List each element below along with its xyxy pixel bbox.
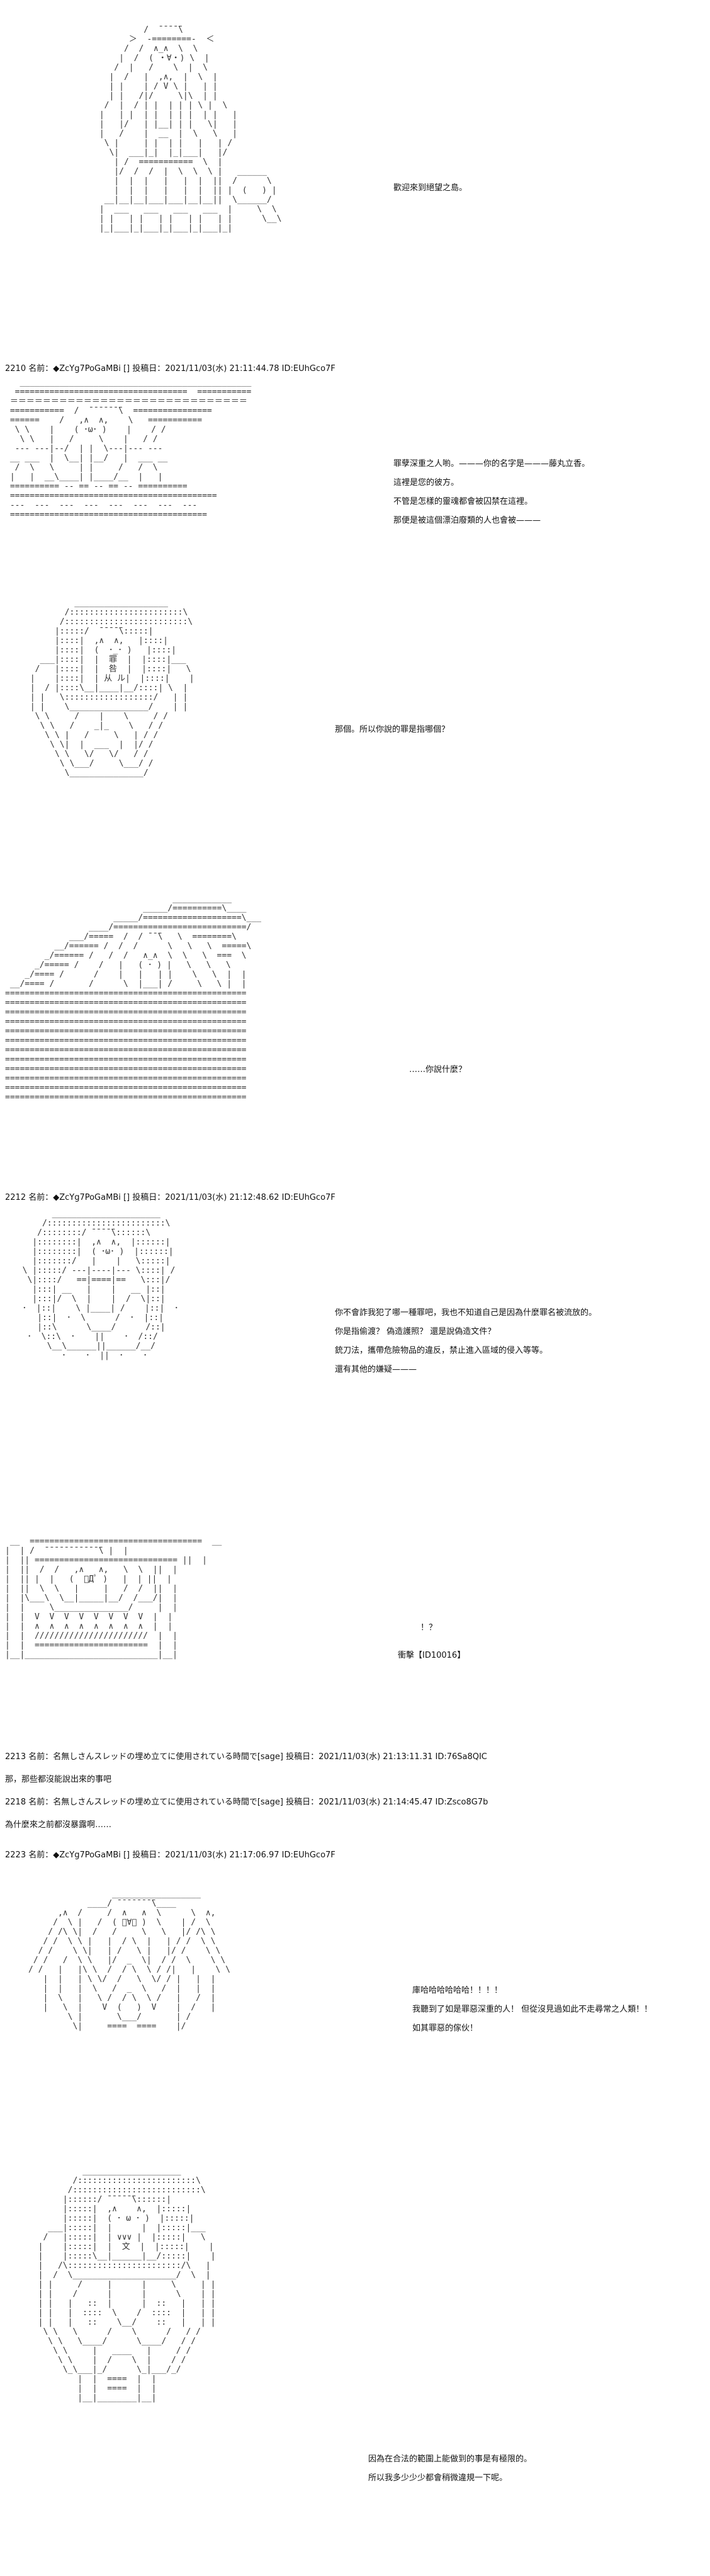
dialog-block: 庫哈哈哈哈哈哈！！！！ 我聽到了如是罪惡深重的人！ 但從沒見過如此不走尋常之人類…: [412, 1981, 652, 2038]
ascii-art-character: ___________________ /:::::::::::::::::::…: [30, 598, 194, 778]
post-header: 2223 名前：◆ZcYg7PoGaMBi [] 投稿日：2021/11/03(…: [5, 1850, 335, 1860]
ascii-art-landscape: ____________ _____/==========\____ _____…: [5, 894, 261, 1102]
dialog-line: 你是指偷渡？ 偽造護照？ 還是說偽造文件？: [335, 1327, 496, 1336]
dialog-block: ……你說什麼？: [409, 1061, 466, 1080]
ascii-art-character: ______________________ /::::::::::::::::…: [22, 1209, 179, 1360]
post-header: 2210 名前：◆ZcYg7PoGaMBi [] 投稿日：2021/11/03(…: [5, 364, 335, 373]
dialog-line: 你不會詐我犯了哪一種罪吧，我也不知道自己是因為什麼罪名被流放的。: [335, 1308, 597, 1318]
dialog-line: 歡迎來到絕望之島。: [393, 183, 468, 193]
dialog-line: 還有其他的嫌疑———: [335, 1365, 417, 1374]
post-body: 那，那些都沒能說出來的事吧: [5, 1775, 112, 1784]
dialog-line: 那便是被這個漂泊廢類的人也會被———: [393, 516, 541, 525]
ascii-art-character: ____________________ /::::::::::::::::::…: [38, 2167, 216, 2403]
dialog-line: ……你說什麼？: [409, 1065, 467, 1074]
dialog-line: 我聽到了如是罪惡深重的人！ 但從沒見過如此不走尋常之人類！！: [412, 2005, 653, 2014]
dialog-line: 銃刀法，攜帶危險物品的違反，禁止進入區域的侵入等等。: [335, 1346, 548, 1355]
ascii-art-character: ________________________________________…: [9, 378, 252, 520]
dialog-block: 那個。所以你說的罪是指哪個？: [335, 721, 449, 739]
dialog-line: 衝擊【ID10016】: [398, 1651, 466, 1660]
ascii-art-character: __ =================================== _…: [5, 1537, 222, 1660]
dialog-block: ！？: [420, 1619, 437, 1638]
ascii-art-character: / ̄ ̄ ̄ ̄ ̄\ ＞ -========- ＜ / / ∧_∧ \ \ …: [99, 25, 282, 233]
dialog-line: 不管是怎樣的靈魂都會被囚禁在這裡。: [393, 497, 533, 506]
dialog-block: 罪孽深重之人喲。———你的名字是———藤丸立香。 這裡是您的彼方。 不管是怎樣的…: [393, 455, 590, 530]
post-header: 2212 名前：◆ZcYg7PoGaMBi [] 投稿日：2021/11/03(…: [5, 1193, 335, 1202]
dialog-line: 如其罪惡的傢伙！: [412, 2024, 478, 2033]
dialog-line: 這裡是您的彼方。: [393, 478, 459, 487]
dialog-line: 罪孽深重之人喲。———你的名字是———藤丸立香。: [393, 459, 590, 469]
dialog-line: 庫哈哈哈哈哈哈！！！！: [412, 1986, 503, 1995]
dialog-line: 所以我多少少少都會稍微違規一下呢。: [368, 2473, 508, 2483]
dialog-line: 那個。所以你說的罪是指哪個？: [335, 725, 450, 734]
dialog-line: 因為在合法的範圍上能做到的事是有極限的。: [368, 2454, 532, 2464]
ascii-art-character: __________________ ____/ ̄ ̄ ̄ ̄ ̄ ̄ ̄ ̄…: [28, 1889, 230, 2031]
dialog-block: 因為在合法的範圍上能做到的事是有極限的。 所以我多少少少都會稍微違規一下呢。: [368, 2450, 532, 2488]
dialog-line: ！？: [420, 1623, 437, 1633]
dialog-block: 歡迎來到絕望之島。: [393, 179, 467, 198]
post-header: 2213 名前：名無しさんスレッドの埋め立てに使用されている時間で[sage] …: [5, 1752, 487, 1762]
post-body: 為什麼來之前都沒暴露啊……: [5, 1820, 112, 1830]
dialog-block: 衝擊【ID10016】: [398, 1646, 465, 1665]
dialog-block: 你不會詐我犯了哪一種罪吧，我也不知道自己是因為什麼罪名被流放的。 你是指偷渡？ …: [335, 1304, 597, 1379]
post-header: 2218 名前：名無しさんスレッドの埋め立てに使用されている時間で[sage] …: [5, 1798, 488, 1807]
